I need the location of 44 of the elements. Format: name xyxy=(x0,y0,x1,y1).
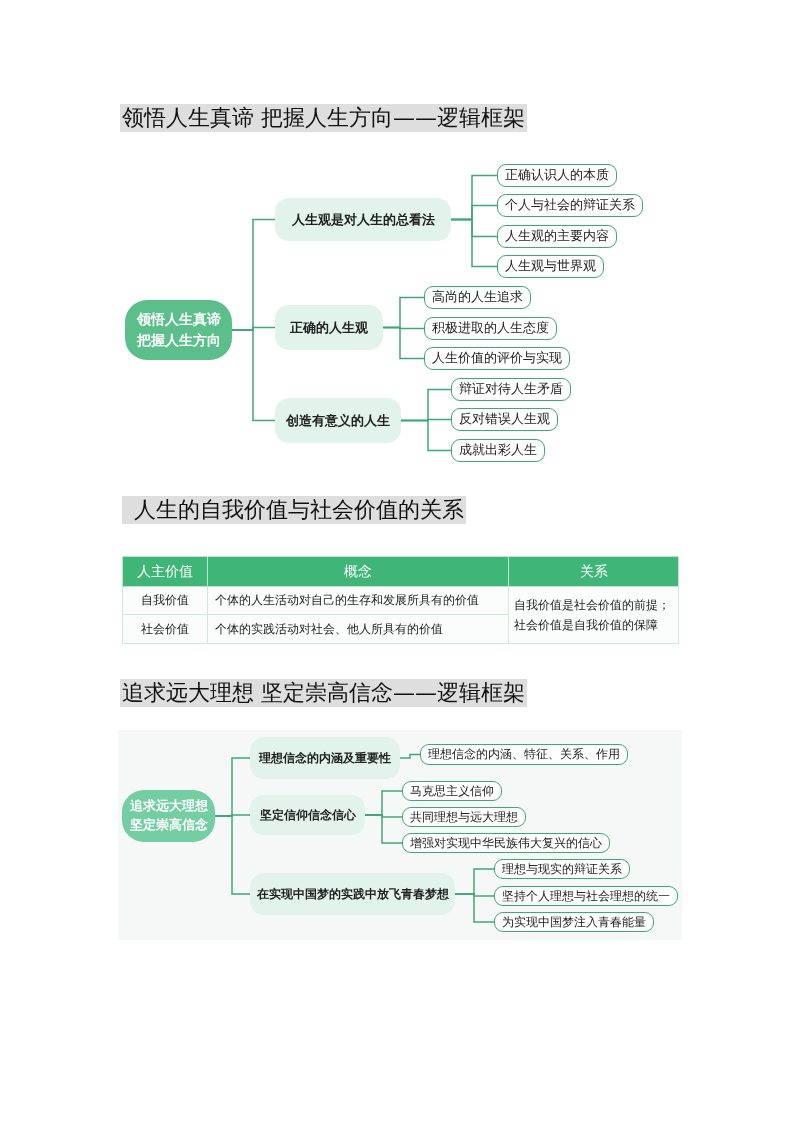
section-heading: 人生的自我价值与社会价值的关系 xyxy=(122,496,466,524)
central-topic: 追求远大理想坚定崇高信念 xyxy=(122,790,215,842)
leaf-topic: 高尚的人生追求 xyxy=(424,286,531,309)
leaf-topic: 反对错误人生观 xyxy=(451,408,558,431)
branch-topic: 正确的人生观 xyxy=(275,305,383,350)
leaf-topic: 个人与社会的辩证关系 xyxy=(497,194,643,217)
leaf-topic: 理想与现实的辩证关系 xyxy=(494,859,630,879)
leaf-topic: 人生价值的评价与实现 xyxy=(424,347,570,370)
leaf-topic: 积极进取的人生态度 xyxy=(424,317,557,340)
branch-topic: 坚定信仰信念信心 xyxy=(250,795,365,835)
branch-topic: 创造有意义的人生 xyxy=(275,398,401,443)
section-heading: 领悟人生真谛 把握人生方向——逻辑框架 xyxy=(120,104,527,132)
table-cell: 自我价值 xyxy=(122,586,208,615)
connector-line xyxy=(364,814,403,844)
leaf-topic: 人生观与世界观 xyxy=(497,255,604,278)
table-header-cell: 概念 xyxy=(207,556,509,587)
leaf-topic: 人生观的主要内容 xyxy=(497,225,617,248)
table-cell: 社会价值 xyxy=(122,614,208,644)
leaf-topic: 增强对实现中华民族伟大复兴的信心 xyxy=(402,833,610,853)
leaf-topic: 辩证对待人生矛盾 xyxy=(451,378,571,401)
leaf-topic: 理想信念的内涵、特征、关系、作用 xyxy=(420,744,628,765)
table-header-cell: 关系 xyxy=(508,556,679,587)
branch-topic: 人生观是对人生的总看法 xyxy=(275,198,451,241)
leaf-topic: 马克思主义信仰 xyxy=(402,781,502,801)
table-cell: 个体的实践活动对社会、他人所具有的价值 xyxy=(207,614,509,644)
table-cell: 个体的人生活动对自己的生存和发展所具有的价值 xyxy=(207,586,509,615)
table-header-cell: 人主价值 xyxy=(122,556,208,587)
leaf-topic: 为实现中国梦注入青春能量 xyxy=(494,912,654,932)
leaf-topic: 共同理想与远大理想 xyxy=(402,807,526,827)
connector-line xyxy=(450,218,498,268)
central-topic: 领悟人生真谛把握人生方向 xyxy=(125,300,232,360)
branch-topic: 理想信念的内涵及重要性 xyxy=(250,737,400,779)
leaf-topic: 坚持个人理想与社会理想的统一 xyxy=(494,886,678,906)
connector-line xyxy=(382,326,425,360)
connector-line xyxy=(214,815,251,895)
section-heading: 追求远大理想 坚定崇高信念——逻辑框架 xyxy=(120,679,527,707)
connector-line xyxy=(454,893,495,923)
connector-line xyxy=(399,753,421,759)
leaf-topic: 正确认识人的本质 xyxy=(497,164,617,187)
table-cell: 自我价值是社会价值的前提；社会价值是自我价值的保障 xyxy=(508,586,679,644)
connector-line xyxy=(400,419,452,452)
leaf-topic: 成就出彩人生 xyxy=(451,439,545,462)
branch-topic: 在实现中国梦的实践中放飞青春梦想 xyxy=(250,873,455,915)
connector-line xyxy=(231,329,276,422)
